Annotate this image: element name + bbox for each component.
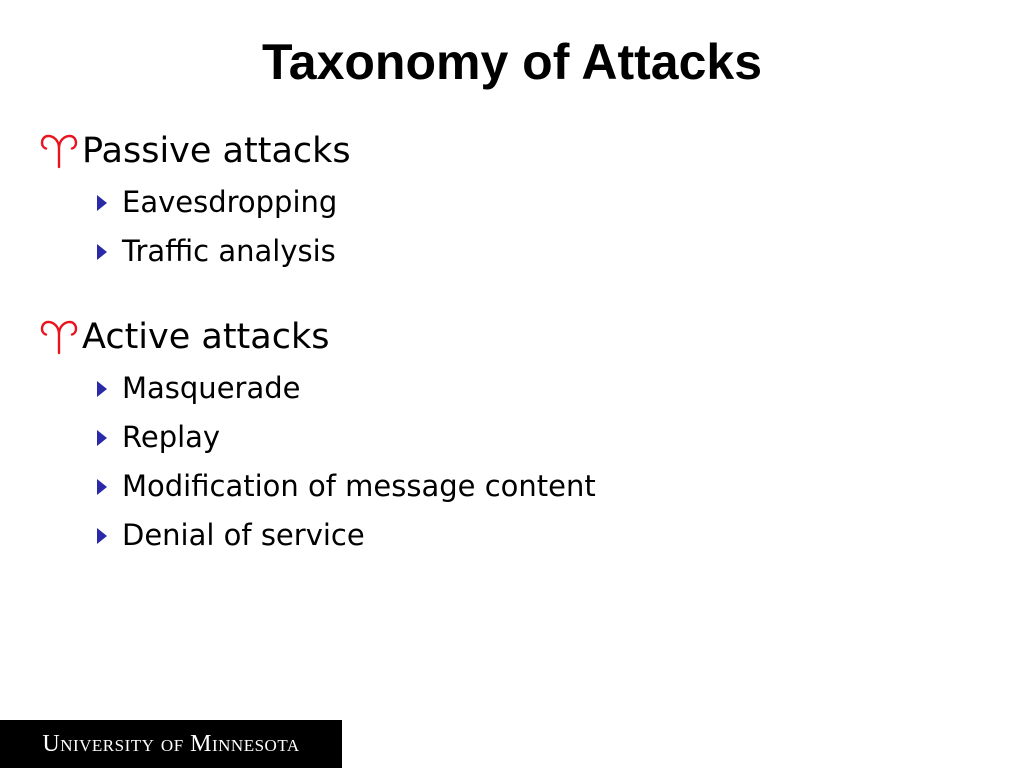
section-active-attacks: Active attacks Masquerade Replay Modific… bbox=[36, 314, 976, 560]
sub-list: Eavesdropping Traffic analysis bbox=[36, 178, 976, 276]
triangle-right-icon bbox=[96, 413, 122, 462]
list-item-label: Traffic analysis bbox=[122, 234, 336, 268]
list-item-label: Passive attacks bbox=[82, 131, 351, 171]
list-item: Masquerade bbox=[96, 364, 976, 413]
list-item-label: Masquerade bbox=[122, 371, 301, 405]
list-item-label: Replay bbox=[122, 420, 221, 454]
sub-list: Masquerade Replay Modification of messag… bbox=[36, 364, 976, 560]
list-item-label: Eavesdropping bbox=[122, 185, 338, 219]
university-logo-bar: University of Minnesota bbox=[0, 720, 342, 768]
list-item: Passive attacks bbox=[36, 128, 976, 174]
triangle-right-icon bbox=[96, 227, 122, 276]
triangle-right-icon bbox=[96, 511, 122, 560]
list-item: Eavesdropping bbox=[96, 178, 976, 227]
aries-symbol-icon bbox=[36, 128, 82, 174]
aries-symbol-icon bbox=[36, 314, 82, 360]
list-item: Denial of service bbox=[96, 511, 976, 560]
list-item: Replay bbox=[96, 413, 976, 462]
bullet-list: Passive attacks Eavesdropping Traffic an… bbox=[36, 128, 976, 560]
list-item: Modification of message content bbox=[96, 462, 976, 511]
list-item-label: Denial of service bbox=[122, 518, 365, 552]
list-item: Active attacks bbox=[36, 314, 976, 360]
university-wordmark: University of Minnesota bbox=[42, 730, 300, 757]
list-item-label: Modification of message content bbox=[122, 469, 596, 503]
triangle-right-icon bbox=[96, 364, 122, 413]
triangle-right-icon bbox=[96, 462, 122, 511]
slide-title: Taxonomy of Attacks bbox=[261, 34, 763, 90]
section-passive-attacks: Passive attacks Eavesdropping Traffic an… bbox=[36, 128, 976, 276]
list-item-label: Active attacks bbox=[82, 317, 330, 357]
list-item: Traffic analysis bbox=[96, 227, 976, 276]
triangle-right-icon bbox=[96, 178, 122, 227]
